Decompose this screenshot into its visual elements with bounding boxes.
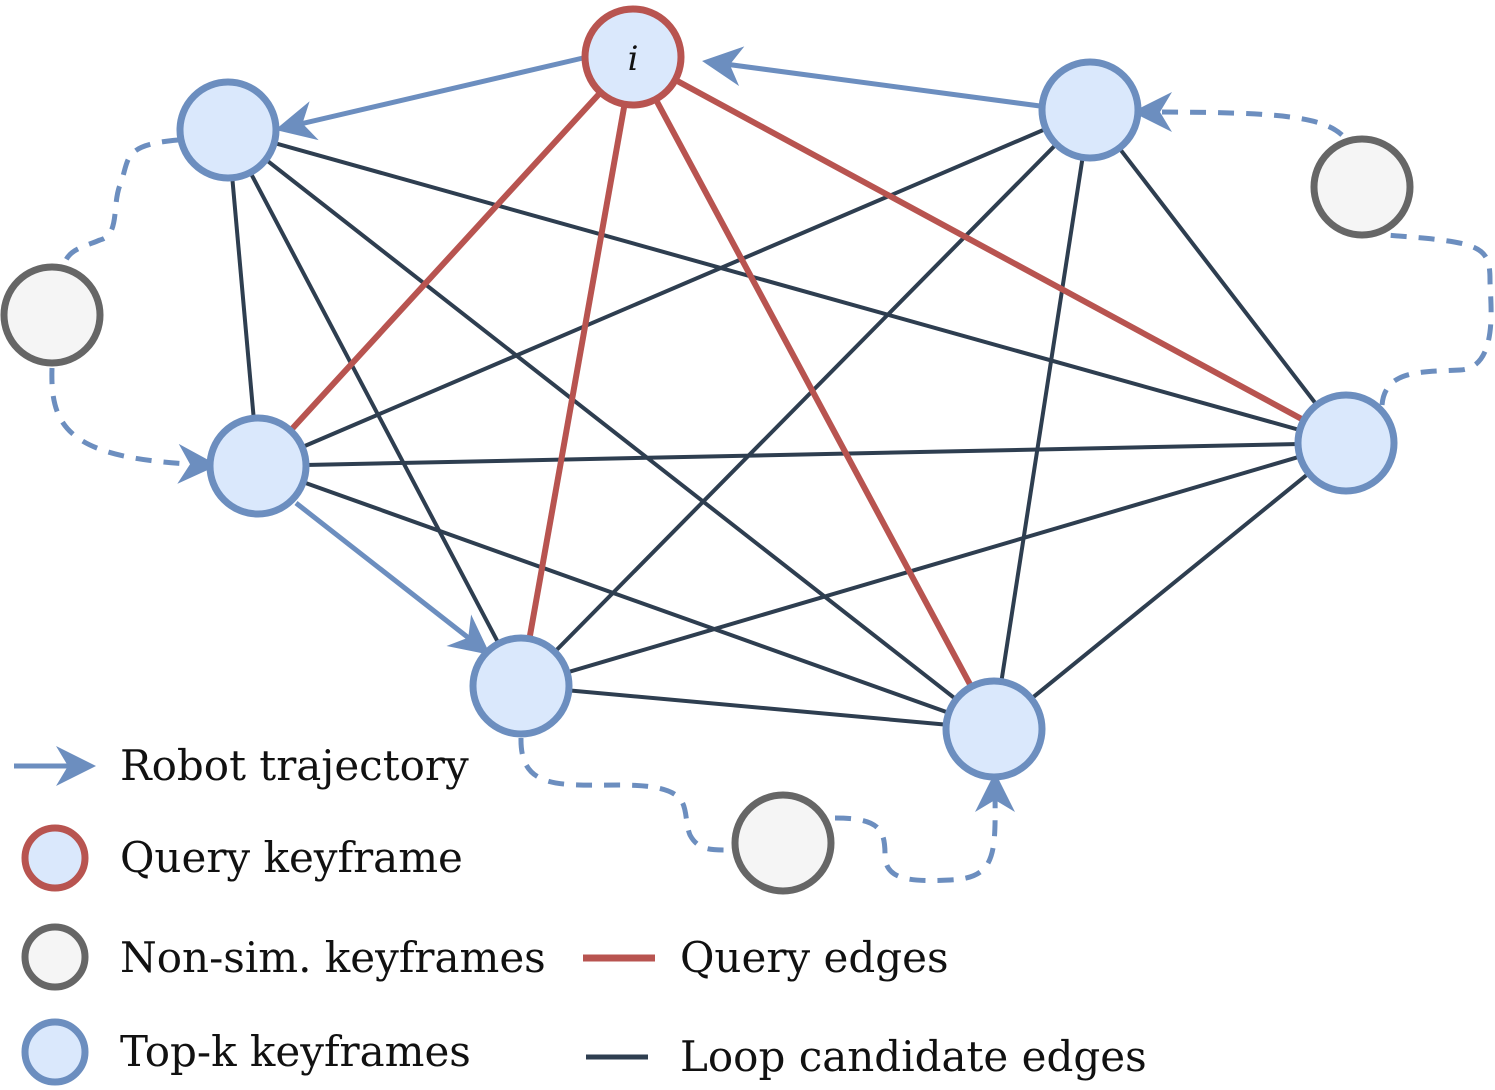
dashed-path-bottom-left xyxy=(518,737,731,853)
robot-trajectory xyxy=(275,46,1041,655)
dashed-path-left-bottom xyxy=(49,367,218,484)
legend-nonsim-keyframe-icon xyxy=(21,923,89,991)
loop-edge xyxy=(257,464,995,731)
legend-item-query-keyframe: Query keyframe xyxy=(21,824,463,892)
query-edge xyxy=(518,56,636,687)
loop-edge xyxy=(520,441,1347,688)
topk-keyframe-node xyxy=(942,677,1046,781)
loop-edge xyxy=(226,129,523,687)
nonsim-keyframes xyxy=(0,135,1414,895)
topk-keyframe-node xyxy=(469,634,573,738)
legend-item-robot-trajectory: Robot trajectory xyxy=(14,741,469,790)
dashed-path-right-lower xyxy=(1379,232,1494,406)
legend-label-loop-candidate-edges: Loop candidate edges xyxy=(680,1032,1147,1081)
nonsim-keyframe-node xyxy=(731,791,835,895)
topk-keyframes xyxy=(176,58,1398,781)
topk-keyframe-node xyxy=(1038,58,1142,162)
trajectory-arrow xyxy=(275,55,584,141)
query-edge xyxy=(631,54,1348,446)
nonsim-keyframe-node xyxy=(0,263,104,367)
query-edge xyxy=(255,54,636,469)
loop-edge xyxy=(992,441,1348,731)
query-edge xyxy=(630,55,997,731)
query-edges xyxy=(255,54,1348,731)
dashed-path-bottom-right xyxy=(834,772,1016,884)
loop-edge xyxy=(1088,108,1348,445)
legend-label-query-edges: Query edges xyxy=(680,933,949,982)
topk-keyframe-node xyxy=(1294,391,1398,495)
loop-edge xyxy=(257,441,1347,468)
legend-label-query-keyframe: Query keyframe xyxy=(120,833,463,882)
legend-label-nonsim-keyframes: Non-sim. keyframes xyxy=(120,933,546,982)
dashed-path-left-top xyxy=(62,137,179,264)
loop-edge xyxy=(520,684,995,731)
dashed-path-right-upper xyxy=(1132,92,1344,137)
legend-label-topk-keyframes: Top-k keyframes xyxy=(120,1027,471,1076)
legend-label-robot-trajectory: Robot trajectory xyxy=(120,741,469,790)
legend-item-topk-keyframes: Top-k keyframes xyxy=(21,1018,471,1086)
legend-item-nonsim-keyframes: Non-sim. keyframes xyxy=(21,923,546,991)
legend: Robot trajectory Query keyframe Non-sim.… xyxy=(14,741,1147,1086)
legend-query-keyframe-icon xyxy=(21,824,89,892)
topk-keyframe-node xyxy=(206,414,310,518)
loop-edge xyxy=(227,128,1347,445)
query-keyframe-node xyxy=(581,5,685,109)
query-keyframe: i xyxy=(581,5,685,109)
loop-edge xyxy=(226,128,996,731)
loop-edge xyxy=(226,129,260,467)
trajectory-arrow xyxy=(294,501,491,655)
nonsim-keyframe-node xyxy=(1310,135,1414,239)
loop-edge xyxy=(257,108,1091,468)
dashed-trajectory xyxy=(49,92,1494,884)
query-node-label: i xyxy=(628,39,639,79)
loop-candidate-edges xyxy=(226,108,1348,731)
topk-keyframe-node xyxy=(176,78,280,182)
legend-topk-keyframe-icon xyxy=(21,1018,89,1086)
trajectory-arrow xyxy=(702,46,1041,109)
loop-edge xyxy=(519,108,1092,688)
legend-item-query-edges: Query edges xyxy=(583,933,949,982)
legend-item-loop-candidate-edges: Loop candidate edges xyxy=(586,1032,1147,1081)
loop-edge xyxy=(992,109,1092,730)
